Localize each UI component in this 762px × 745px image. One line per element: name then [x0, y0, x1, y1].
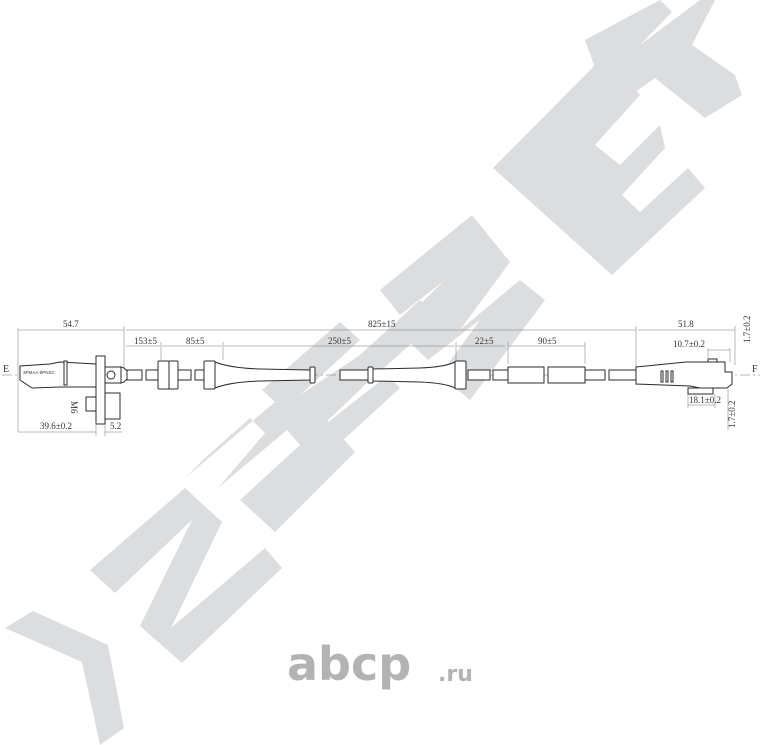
dim-250: 250±5 — [328, 336, 351, 346]
dim-22: 22±5 — [475, 336, 494, 346]
zenwek-watermark — [5, 0, 742, 745]
bottom-dimensions-left: 39.6±0.2 5.2 — [18, 421, 122, 436]
abcp-logo: abcp .ru — [287, 637, 473, 691]
thread-label: M6 — [69, 401, 79, 414]
cable — [126, 360, 637, 390]
watermark-letter-k — [585, 0, 742, 118]
dim-825: 825±15 — [368, 319, 396, 329]
dim-51-8: 51.8 — [678, 319, 694, 329]
watermark-letter-w — [380, 215, 545, 400]
dim-153: 153±5 — [134, 336, 157, 346]
sensor-head: 3PMAA-8PNSC M6 — [19, 355, 128, 425]
end-label-right: F — [752, 364, 758, 375]
dim-39-6: 39.6±0.2 — [40, 421, 72, 431]
dim-1-7-bottom: 1.7±0.2 — [727, 401, 737, 428]
end-label-left: E — [3, 364, 9, 375]
watermark-letter-e2 — [493, 55, 705, 275]
logo-suffix-text: .ru — [438, 662, 473, 687]
part-marking: 3PMAA-8PNSC — [23, 370, 56, 375]
dim-10-7: 10.7±0.2 — [673, 339, 705, 349]
dim-54-7: 54.7 — [63, 319, 79, 329]
dim-90: 90±5 — [538, 336, 557, 346]
dim-1-7-top: 1.7±0.2 — [742, 316, 752, 343]
logo-main-text: abcp — [287, 637, 411, 691]
dim-85: 85±5 — [186, 336, 205, 346]
watermark-letter-z — [90, 488, 282, 663]
connector — [635, 358, 733, 395]
chevron-mark-icon — [5, 611, 124, 745]
dim-5-2: 5.2 — [110, 421, 121, 431]
connector-dimensions: 10.7±0.2 18.1±0.2 1.7±0.2 1.7±0.2 — [673, 316, 752, 430]
dim-18-1: 18.1±0.2 — [689, 395, 721, 405]
